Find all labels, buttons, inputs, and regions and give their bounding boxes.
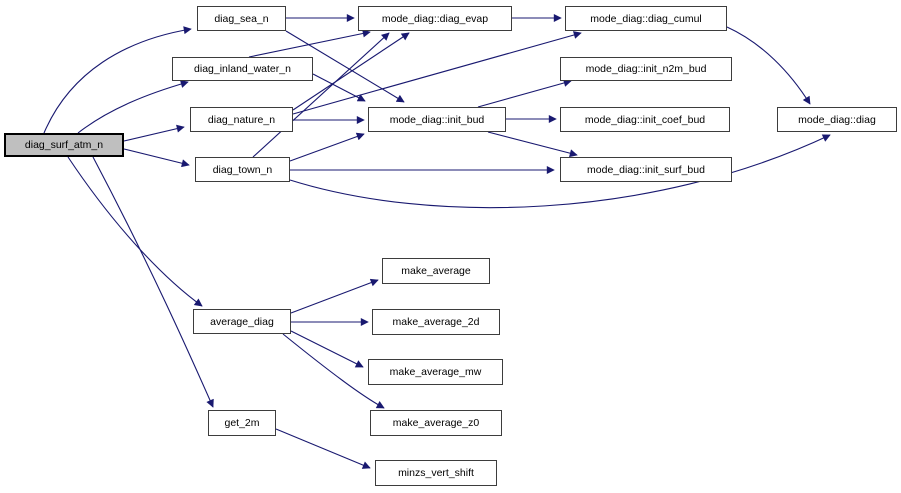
node-diag_surf_atm_n: diag_surf_atm_n bbox=[4, 133, 124, 157]
edge-diag_surf_atm_n-to-diag_sea_n bbox=[43, 26, 192, 134]
node-diag_cumul[interactable]: mode_diag::diag_cumul bbox=[565, 6, 727, 31]
node-diag_evap[interactable]: mode_diag::diag_evap bbox=[358, 6, 512, 31]
node-make_average_z0[interactable]: make_average_z0 bbox=[370, 410, 502, 436]
node-diag_sea_n[interactable]: diag_sea_n bbox=[197, 6, 286, 31]
edge-diag_town_n-to-diag_evap bbox=[252, 32, 390, 158]
edge-diag_sea_n-to-init_bud bbox=[285, 30, 405, 103]
node-init_surf_bud[interactable]: mode_diag::init_surf_bud bbox=[560, 157, 732, 182]
node-get_2m[interactable]: get_2m bbox=[208, 410, 276, 436]
edge-diag_surf_atm_n-to-diag_town_n bbox=[123, 148, 190, 168]
edge-init_bud-to-init_surf_bud bbox=[487, 131, 578, 158]
edge-diag_town_n-to-init_bud bbox=[289, 132, 365, 162]
edge-diag_nature_n-to-diag_evap bbox=[292, 32, 410, 111]
edge-diag_surf_atm_n-to-average_diag bbox=[67, 156, 203, 307]
node-make_average_2d[interactable]: make_average_2d bbox=[372, 309, 500, 335]
edge-average_diag-to-make_average bbox=[290, 278, 379, 314]
node-diag_inland_water_n[interactable]: diag_inland_water_n bbox=[172, 57, 313, 81]
edge-diag_surf_atm_n-to-diag_nature_n bbox=[123, 124, 185, 142]
edge-get_2m-to-minzs_vert_shift bbox=[275, 428, 371, 469]
node-init_bud[interactable]: mode_diag::init_bud bbox=[368, 107, 506, 132]
node-diag_town_n[interactable]: diag_town_n bbox=[195, 157, 290, 182]
node-make_average[interactable]: make_average bbox=[382, 258, 490, 284]
edge-diag_surf_atm_n-to-diag_inland_water_n bbox=[77, 80, 189, 134]
node-mode_diag_diag[interactable]: mode_diag::diag bbox=[777, 107, 897, 132]
node-minzs_vert_shift[interactable]: minzs_vert_shift bbox=[375, 460, 497, 486]
node-init_coef_bud[interactable]: mode_diag::init_coef_bud bbox=[560, 107, 730, 132]
edge-diag_town_n-to-mode_diag_diag bbox=[289, 134, 831, 209]
edge-diag_nature_n-to-diag_cumul bbox=[292, 31, 582, 115]
edge-average_diag-to-make_average_mw bbox=[290, 330, 364, 368]
node-init_n2m_bud[interactable]: mode_diag::init_n2m_bud bbox=[560, 57, 732, 81]
edge-diag_surf_atm_n-to-get_2m bbox=[92, 156, 214, 408]
edge-init_bud-to-init_n2m_bud bbox=[477, 79, 572, 108]
edge-diag_cumul-to-mode_diag_diag bbox=[726, 26, 811, 105]
edge-average_diag-to-make_average_z0 bbox=[282, 333, 385, 409]
node-average_diag[interactable]: average_diag bbox=[193, 309, 291, 334]
node-make_average_mw[interactable]: make_average_mw bbox=[368, 359, 503, 385]
edge-diag_inland_water_n-to-diag_evap bbox=[248, 29, 371, 58]
node-diag_nature_n[interactable]: diag_nature_n bbox=[190, 107, 293, 132]
